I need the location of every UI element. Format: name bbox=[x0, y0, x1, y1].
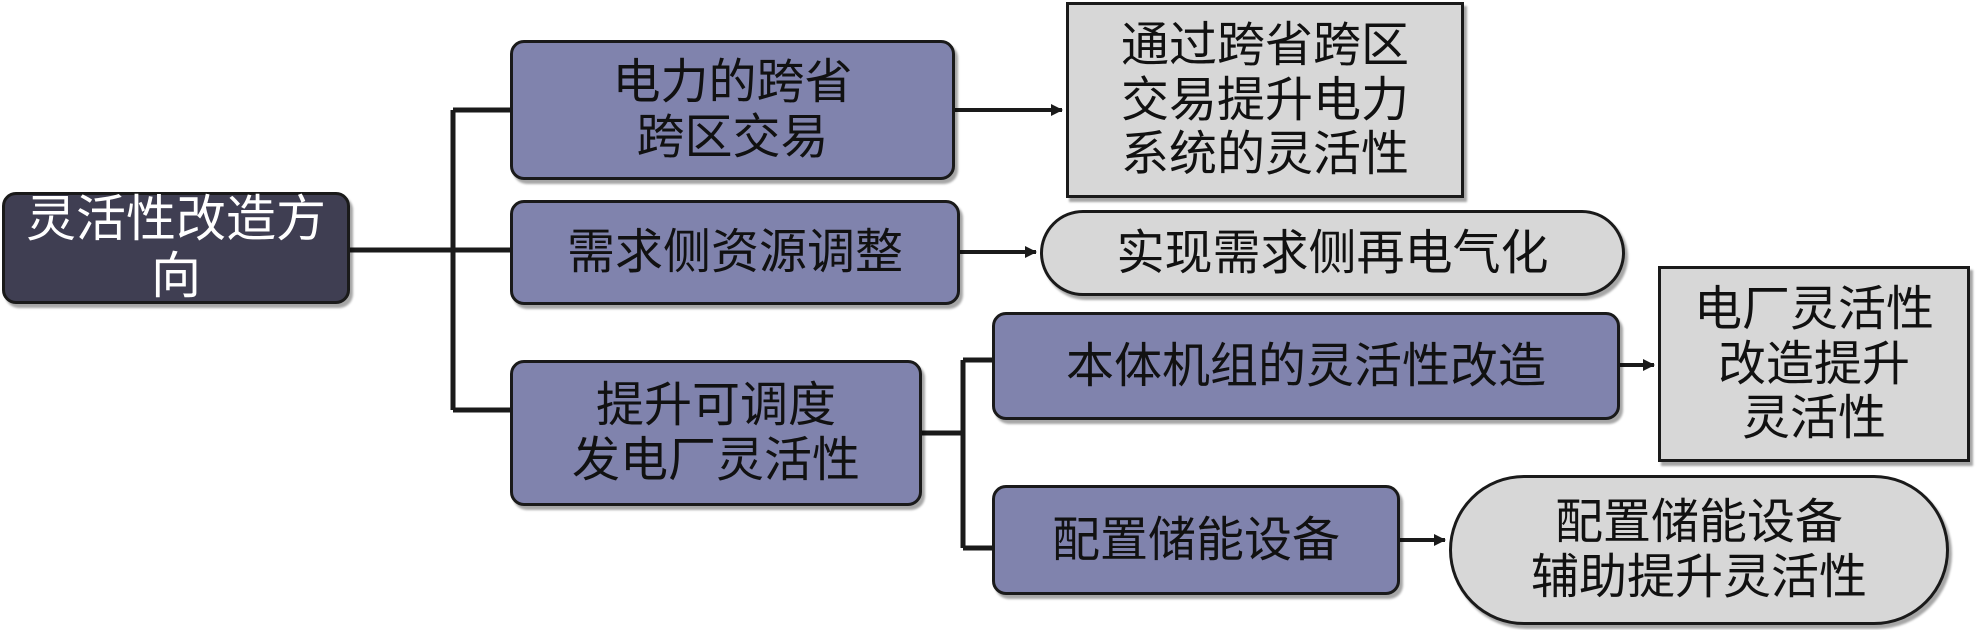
result-energy-storage: 配置储能设备辅助提升灵活性 bbox=[1449, 475, 1949, 625]
branch-dispatchable-plant-flexibility: 提升可调度发电厂灵活性 bbox=[510, 360, 922, 506]
connector-branch3-bracket bbox=[922, 357, 992, 551]
result-cross-regional-trade: 通过跨省跨区交易提升电力系统的灵活性 bbox=[1066, 2, 1464, 198]
root-node: 灵活性改造方向 bbox=[2, 191, 350, 305]
branch-cross-regional-trade: 电力的跨省跨区交易 bbox=[510, 40, 955, 180]
branch-energy-storage: 配置储能设备 bbox=[992, 485, 1400, 595]
node-label: 电厂灵活性改造提升灵活性 bbox=[1694, 282, 1934, 446]
node-label-line: 本体机组的灵活性改造 bbox=[1065, 337, 1546, 394]
node-label: 提升可调度发电厂灵活性 bbox=[572, 378, 860, 487]
result-plant-retrofit: 电厂灵活性改造提升灵活性 bbox=[1658, 266, 1970, 462]
node-label-line: 辅助提升灵活性 bbox=[1530, 549, 1867, 605]
branch-demand-side-adjustment: 需求侧资源调整 bbox=[510, 200, 960, 305]
node-label-line: 电力的跨省 bbox=[612, 54, 853, 111]
node-label: 电力的跨省跨区交易 bbox=[612, 55, 852, 164]
node-label-line: 跨区交易 bbox=[636, 109, 829, 165]
node-label-line: 改造提升 bbox=[1717, 335, 1910, 392]
node-label-line: 发电厂灵活性 bbox=[571, 432, 860, 488]
connector-root-bracket bbox=[350, 107, 510, 413]
node-label-line: 配置储能设备 bbox=[1554, 494, 1843, 551]
node-label: 实现需求侧再电气化 bbox=[1116, 224, 1549, 281]
node-label-line: 系统的灵活性 bbox=[1120, 126, 1409, 183]
node-label-line: 提升可调度 bbox=[595, 377, 836, 434]
node-label-line: 通过跨省跨区 bbox=[1120, 16, 1409, 73]
node-label: 灵活性改造方向 bbox=[11, 191, 341, 305]
node-label: 需求侧资源调整 bbox=[567, 225, 903, 280]
node-label: 配置储能设备 bbox=[1051, 511, 1340, 568]
node-label-line: 电厂灵活性 bbox=[1693, 280, 1934, 337]
node-label-line: 实现需求侧再电气化 bbox=[1116, 224, 1549, 281]
node-label-line: 交易提升电力 bbox=[1120, 71, 1409, 128]
node-label-line: 灵活性改造方向 bbox=[26, 190, 326, 305]
node-label: 本体机组的灵活性改造 bbox=[1065, 337, 1546, 394]
node-label: 通过跨省跨区交易提升电力系统的灵活性 bbox=[1121, 18, 1409, 182]
node-label-line: 灵活性 bbox=[1741, 390, 1886, 447]
node-label-line: 需求侧资源调整 bbox=[566, 224, 903, 281]
node-label: 配置储能设备辅助提升灵活性 bbox=[1531, 495, 1867, 604]
result-demand-side-electrification: 实现需求侧再电气化 bbox=[1040, 210, 1625, 296]
branch-unit-retrofit: 本体机组的灵活性改造 bbox=[992, 312, 1620, 420]
node-label-line: 配置储能设备 bbox=[1051, 511, 1340, 568]
